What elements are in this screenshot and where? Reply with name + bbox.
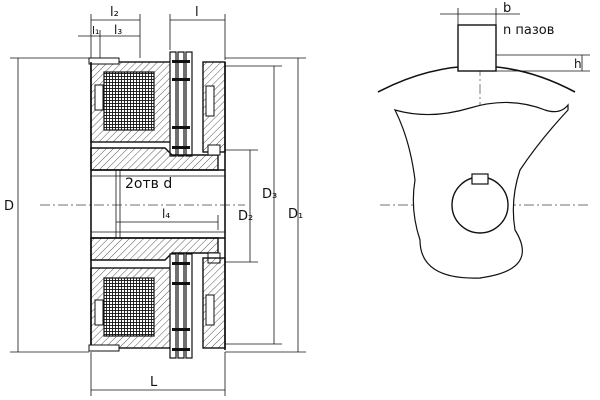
keyway bbox=[471, 173, 489, 185]
label-D1: D₁ bbox=[288, 207, 303, 222]
upper-coil bbox=[103, 71, 155, 131]
slot bbox=[457, 24, 497, 72]
label-D3: D₃ bbox=[262, 187, 277, 202]
lower-hub bbox=[90, 237, 221, 264]
label-l-top: l bbox=[195, 5, 199, 20]
label-D: D bbox=[4, 199, 14, 214]
label-h: h bbox=[574, 57, 582, 71]
label-b: b bbox=[503, 1, 511, 16]
label-l1: l₁ bbox=[92, 24, 99, 37]
label-L: L bbox=[150, 375, 158, 390]
upper-housing bbox=[88, 57, 172, 143]
dimension-lines bbox=[10, 14, 306, 396]
label-slots: n пазов bbox=[503, 23, 554, 38]
upper-disks bbox=[169, 51, 193, 157]
label-l2: l₂ bbox=[110, 5, 119, 20]
label-l3: l₃ bbox=[114, 23, 122, 37]
lower-disks bbox=[169, 253, 193, 359]
label-l4: l₄ bbox=[162, 207, 170, 221]
section-view bbox=[10, 14, 306, 396]
bore-circle bbox=[451, 176, 509, 234]
lower-coil bbox=[103, 277, 155, 337]
upper-hub bbox=[90, 144, 221, 171]
label-D2: D₂ bbox=[238, 209, 253, 224]
label-holes: 2отв d bbox=[125, 176, 172, 192]
lower-housing bbox=[88, 267, 172, 352]
end-view bbox=[377, 8, 590, 280]
